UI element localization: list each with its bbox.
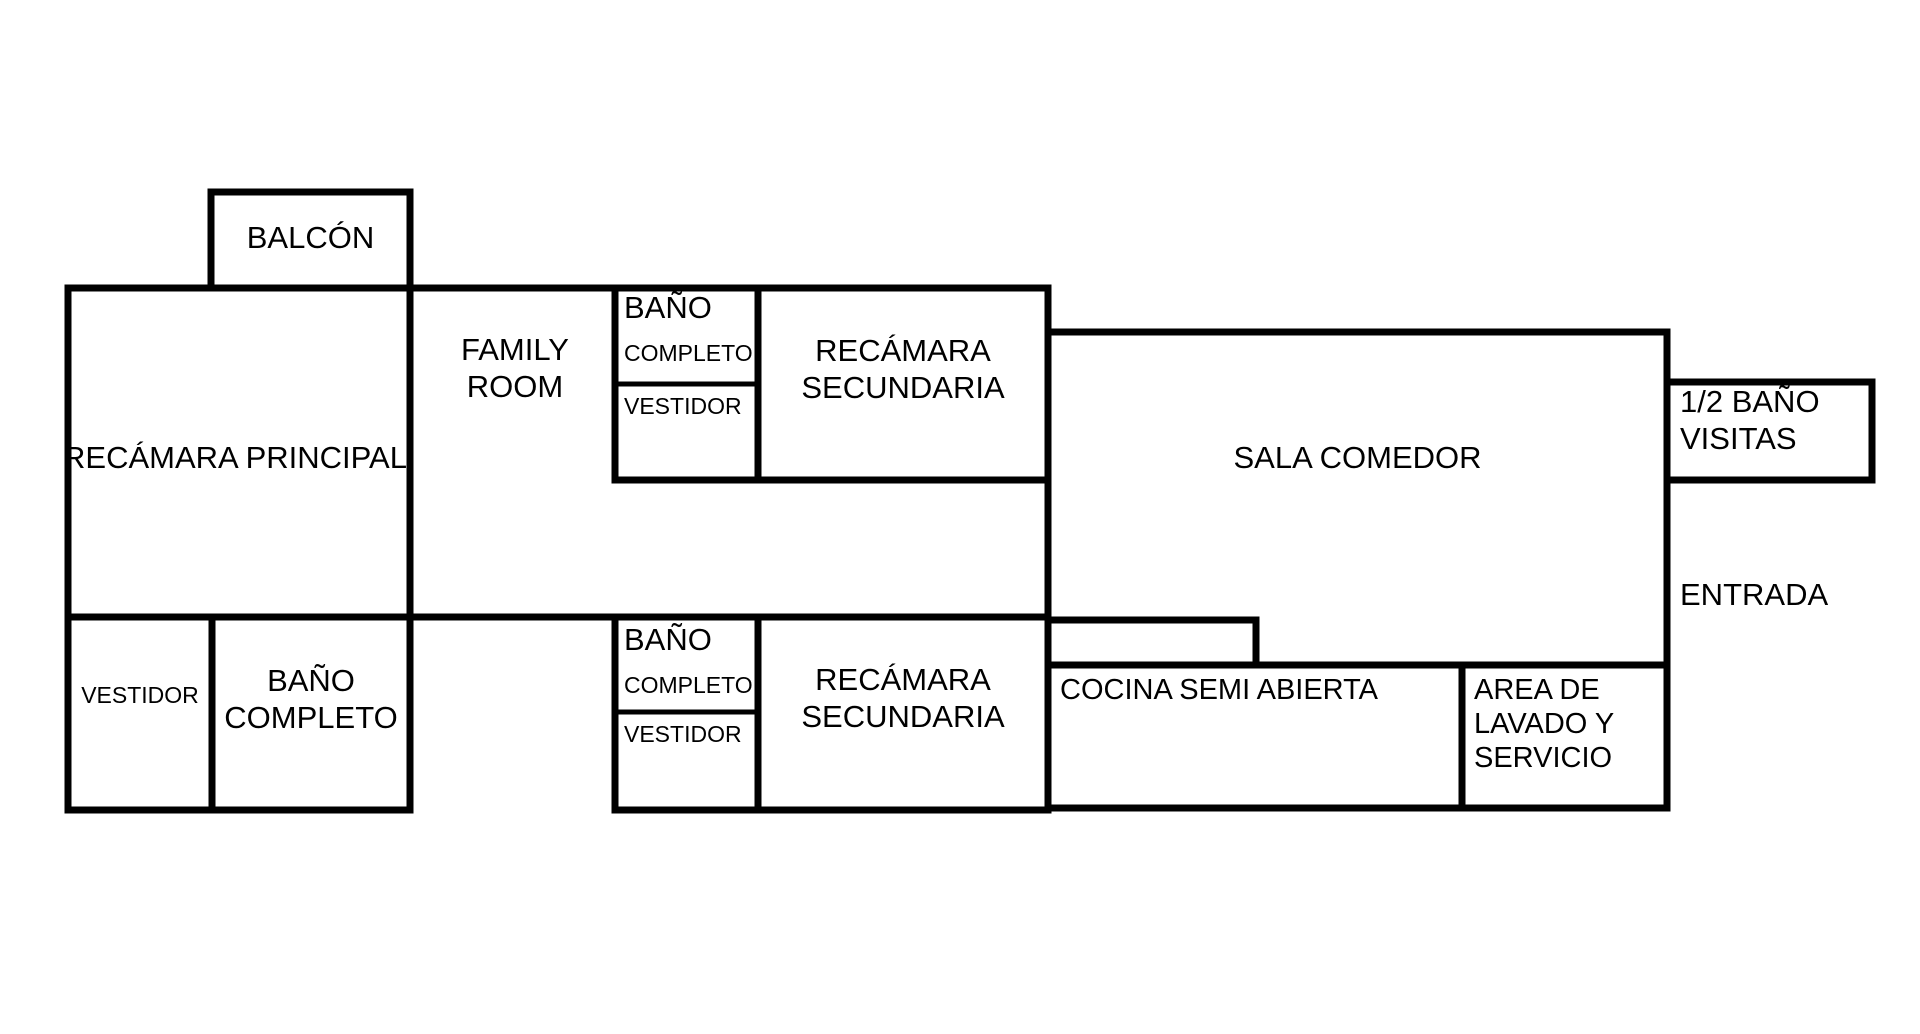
room-label-bano-completo-3-bottom: COMPLETO [624,672,753,698]
room-label-entrada: ENTRADA [1680,577,1829,612]
room-label-balcon: BALCÓN [246,220,375,255]
room-label-vestidor-1: VESTIDOR [624,393,742,419]
lower-left-block-outline [64,613,414,814]
room-label-bano-completo-1-bottom: COMPLETO [624,340,753,366]
room-label-bano-completo-1-top: BAÑO [624,290,712,325]
room-label-family-room: FAMILY ROOM [461,332,569,404]
room-label-bano-completo-3-top: BAÑO [624,622,712,657]
cocina-notch-outline [1044,616,1260,669]
room-label-recamara-principal: RECÁMARA PRINCIPAL [63,440,407,475]
room-label-sala-comedor: SALA COMEDOR [1233,440,1482,475]
room-label-bano-completo-2: BAÑO COMPLETO [224,663,398,735]
room-label-recamara-secundaria-1: RECÁMARA SECUNDARIA [801,333,1005,405]
medio-bano-visitas-outline [1663,378,1876,484]
room-label-vestidor-2: VESTIDOR [81,682,199,708]
room-label-cocina: COCINA SEMI ABIERTA [1060,674,1379,706]
room-label-vestidor-3: VESTIDOR [624,721,742,747]
room-label-area-lavado: AREA DE LAVADO Y SERVICIO [1474,674,1615,775]
room-label-recamara-secundaria-2: RECÁMARA SECUNDARIA [801,662,1005,734]
room-label-medio-bano-visitas: 1/2 BAÑO VISITAS [1680,384,1820,456]
